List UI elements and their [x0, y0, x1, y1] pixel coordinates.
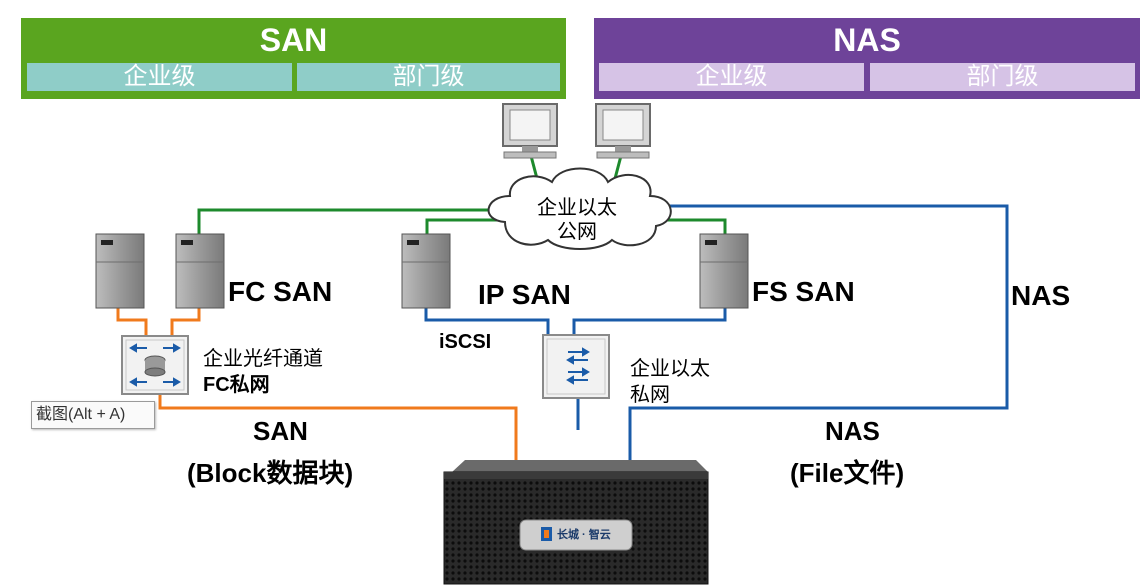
iscsi-label: iSCSI: [439, 331, 492, 353]
server-icon: [699, 233, 749, 309]
eth-switch-label-line1: 企业以太: [630, 358, 710, 380]
server-icon: [175, 233, 225, 309]
ip-san-label: IP SAN: [478, 279, 571, 310]
san-bottom-label-line1: SAN: [253, 416, 308, 446]
fc-switch-icon: [121, 335, 189, 395]
orange-links: [116, 308, 518, 462]
server-icon: [95, 233, 145, 309]
server-icon: [401, 233, 451, 309]
fc-switch-label-line1: 企业光纤通道: [203, 348, 323, 370]
cloud-icon: [487, 167, 672, 250]
monitor-icon: [502, 103, 558, 159]
san-bottom-label-line2: (Block数据块): [187, 458, 354, 488]
nas-bottom-label-line1: NAS: [825, 416, 880, 446]
fc-san-label: FC SAN: [228, 276, 333, 307]
screenshot-tooltip: 截图(Alt + A): [31, 401, 155, 429]
fs-san-label: FS SAN: [752, 276, 855, 307]
san-header-title: SAN: [259, 22, 328, 58]
fc-switch-label-line2: FC私网: [203, 374, 270, 396]
nas-side-label: NAS: [1011, 280, 1071, 311]
san-tab-department: 部门级: [297, 63, 560, 91]
nas-bottom-label-line2: (File文件): [790, 458, 905, 488]
monitor-icon: [595, 103, 651, 159]
nas-tab-department: 部门级: [870, 63, 1135, 91]
storage-array-icon: [443, 460, 709, 585]
nas-tab-enterprise: 企业级: [599, 63, 864, 91]
ethernet-switch-icon: [542, 334, 610, 399]
cloud-label-line1: 企业以太: [537, 197, 617, 219]
storage-brand: 长城 · 智云: [557, 529, 611, 541]
eth-switch-label-line2: 私网: [630, 384, 670, 406]
nas-header-title: NAS: [833, 22, 901, 58]
cloud-label-line2: 公网: [557, 221, 597, 243]
san-tab-enterprise: 企业级: [27, 63, 292, 91]
blue-links: [424, 204, 1009, 460]
